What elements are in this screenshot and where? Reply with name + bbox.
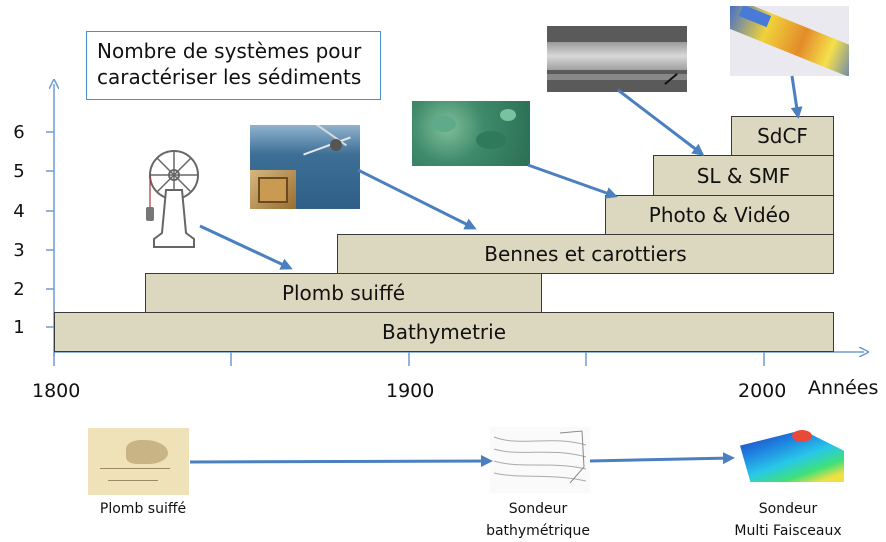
x-tick-label-1900: 1900 xyxy=(386,380,435,402)
bar-sdcf: SdCF xyxy=(731,116,834,156)
caption-sondeur-bathymetrique: Sondeur bathymétrique xyxy=(476,498,600,542)
caption-plomb-suiffe: Plomb suiffé xyxy=(99,501,187,517)
sdcf-image xyxy=(730,6,849,76)
arrow-sondeur-to-multi xyxy=(589,452,735,465)
winch-drawing xyxy=(146,150,199,248)
bar-bennes-carottiers: Bennes et carottiers xyxy=(337,234,834,274)
y-tick-label-3: 3 xyxy=(13,240,25,261)
multibeam-dtm-image xyxy=(732,424,850,489)
bar-bathymetrie: Bathymetrie xyxy=(54,312,834,352)
x-tick-label-1800: 1800 xyxy=(32,380,81,402)
caption-sondeur-line-2: bathymétrique xyxy=(486,523,590,539)
x-axis-title: Années xyxy=(808,377,879,399)
x-ticks xyxy=(53,352,765,366)
arrow-chart-to-sondeur xyxy=(189,455,493,468)
caption-sondeur-multi-faisceaux: Sondeur Multi Faisceaux xyxy=(718,498,858,542)
title-line-2: caractériser les sédiments xyxy=(97,65,362,89)
arrow-grab-to-bennes xyxy=(357,168,477,230)
seafloor-photo xyxy=(412,101,530,166)
caption-multi-line-2: Multi Faisceaux xyxy=(734,523,842,539)
arrow-seafloor-to-photo xyxy=(527,163,618,199)
arrow-winch-to-plomb xyxy=(199,224,293,270)
caption-multi-line-1: Sondeur xyxy=(758,501,818,517)
y-tick-label-4: 4 xyxy=(13,201,25,222)
y-tick-label-5: 5 xyxy=(13,161,25,182)
x-tick-label-2000: 2000 xyxy=(738,380,787,402)
bar-photo-video: Photo & Vidéo xyxy=(605,195,834,235)
y-tick-label-6: 6 xyxy=(13,122,25,143)
caption-sondeur-line-1: Sondeur xyxy=(508,501,568,517)
bathymetric-chart-image xyxy=(490,427,590,493)
y-tick-label-2: 2 xyxy=(13,279,25,300)
nautical-chart-image xyxy=(88,428,189,495)
title-line-1: Nombre de systèmes pour xyxy=(97,39,362,63)
title-box: Nombre de systèmes pour caractériser les… xyxy=(86,31,381,100)
grab-photo xyxy=(250,125,360,209)
arrow-sonar-to-sl xyxy=(617,88,705,156)
bar-sl-smf: SL & SMF xyxy=(653,155,834,196)
y-ticks xyxy=(46,131,54,328)
sidescan-sonar-image xyxy=(547,26,687,92)
y-tick-label-1: 1 xyxy=(13,317,25,338)
bar-plomb-suiffe: Plomb suiffé xyxy=(145,273,542,313)
arrow-sdcf-image-to-sdcf xyxy=(790,75,803,119)
